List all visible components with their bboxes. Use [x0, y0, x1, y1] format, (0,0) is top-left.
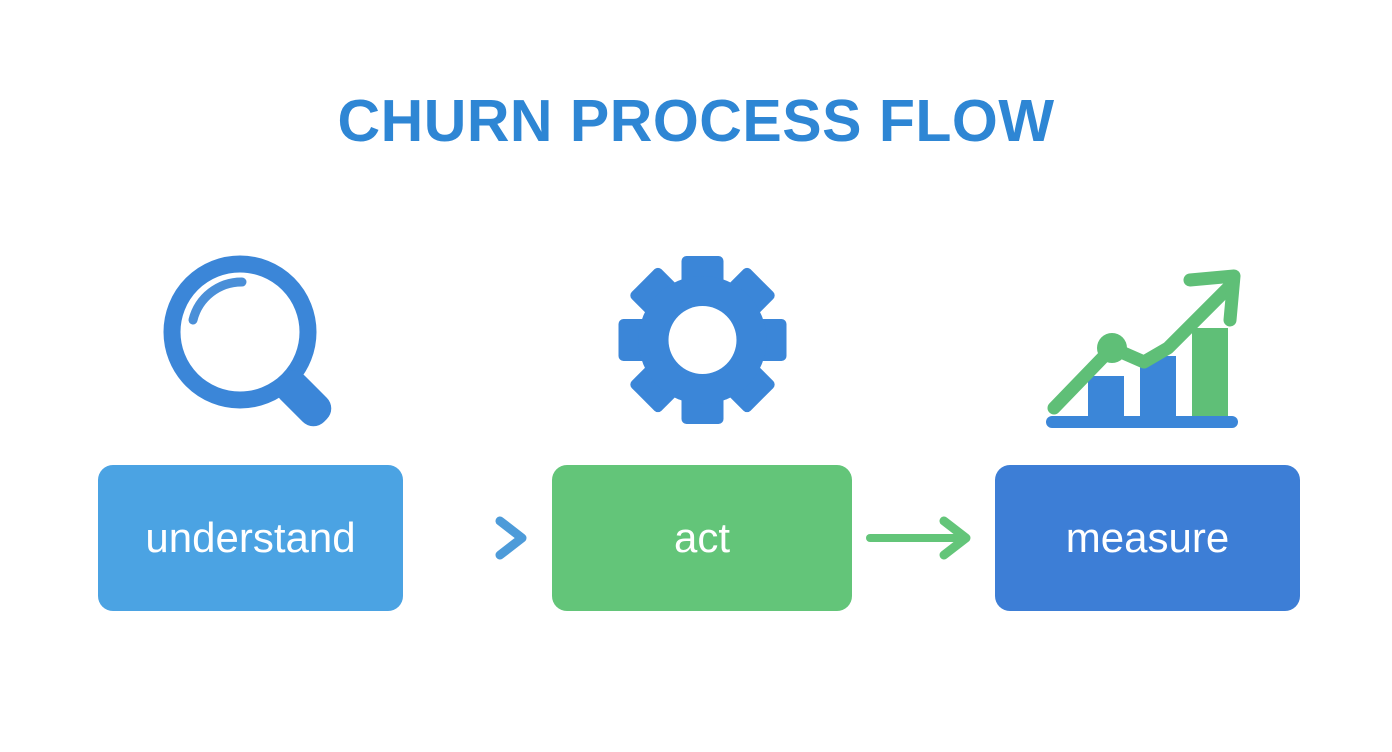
connector-arrow-understand-to-act	[418, 508, 538, 568]
step-box-understand[interactable]: understand	[98, 465, 403, 611]
chart-trend-line	[1047, 281, 1235, 415]
chart-arrowhead	[1183, 269, 1241, 327]
connector-arrow-act-to-measure	[862, 508, 982, 568]
magnifying-glass-icon	[150, 250, 370, 450]
step-box-act[interactable]: act	[552, 465, 852, 611]
chart-bar-1	[1088, 376, 1124, 418]
page-title: CHURN PROCESS FLOW	[337, 88, 1055, 154]
gear-icon	[605, 250, 800, 430]
step-box-measure[interactable]: measure	[995, 465, 1300, 611]
chart-baseline	[1046, 416, 1238, 428]
step-label-understand: understand	[145, 514, 356, 561]
step-label-measure: measure	[1065, 514, 1230, 561]
chart-data-point	[1097, 333, 1127, 363]
chart-bar-3	[1192, 328, 1228, 418]
step-label-act: act	[673, 514, 731, 561]
growth-chart-icon	[1040, 250, 1250, 435]
